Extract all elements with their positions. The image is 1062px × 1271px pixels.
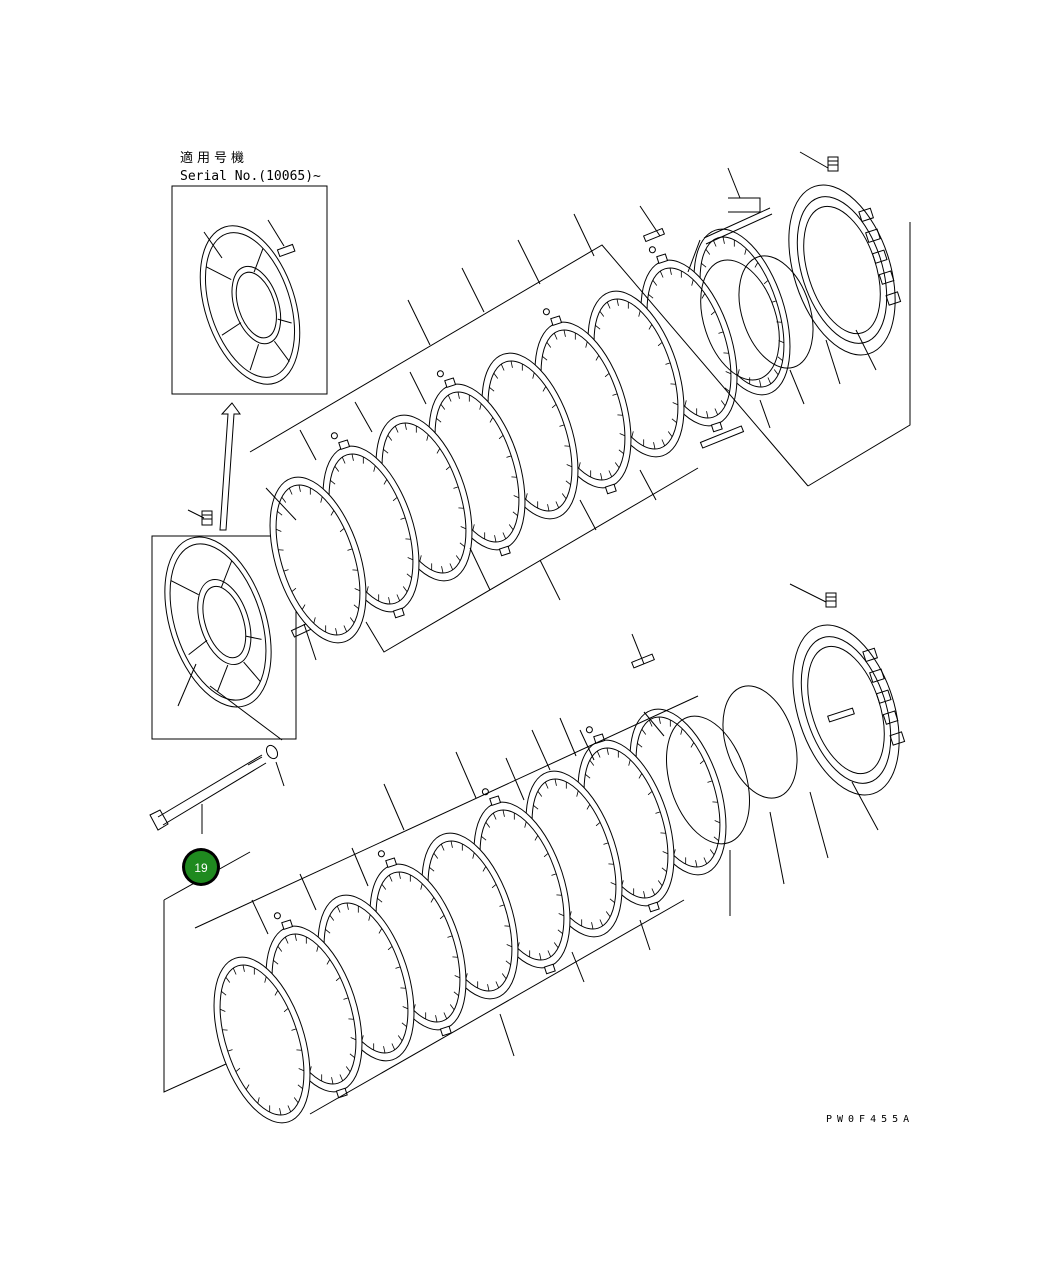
applicable-serial-heading: 適用号機 <box>180 150 248 166</box>
upper-hardware <box>642 156 839 449</box>
drawing-code: PW0F455A <box>826 1114 914 1125</box>
arrow-up-icon <box>219 402 241 531</box>
upper-leader-lines <box>249 151 911 661</box>
callout-19[interactable]: 19 <box>182 848 220 886</box>
lower-ring <box>722 685 798 799</box>
serial-number-range: Serial No.(10065)~ <box>180 169 321 184</box>
upper-clutch-pack <box>269 184 902 644</box>
lower-leader-lines <box>163 583 879 1115</box>
upper-ring <box>738 255 814 369</box>
lower-clutch-pack <box>213 624 906 1124</box>
long-bolt <box>149 744 285 834</box>
inset-serial-variant <box>171 185 328 395</box>
upper-ring <box>700 259 780 381</box>
lower-ring <box>666 715 750 845</box>
lower-hardware <box>631 592 855 723</box>
callout-19-number: 19 <box>194 861 208 875</box>
lower-disc <box>213 956 311 1124</box>
upper-housing <box>788 184 902 356</box>
housing-plate-group <box>151 509 312 741</box>
